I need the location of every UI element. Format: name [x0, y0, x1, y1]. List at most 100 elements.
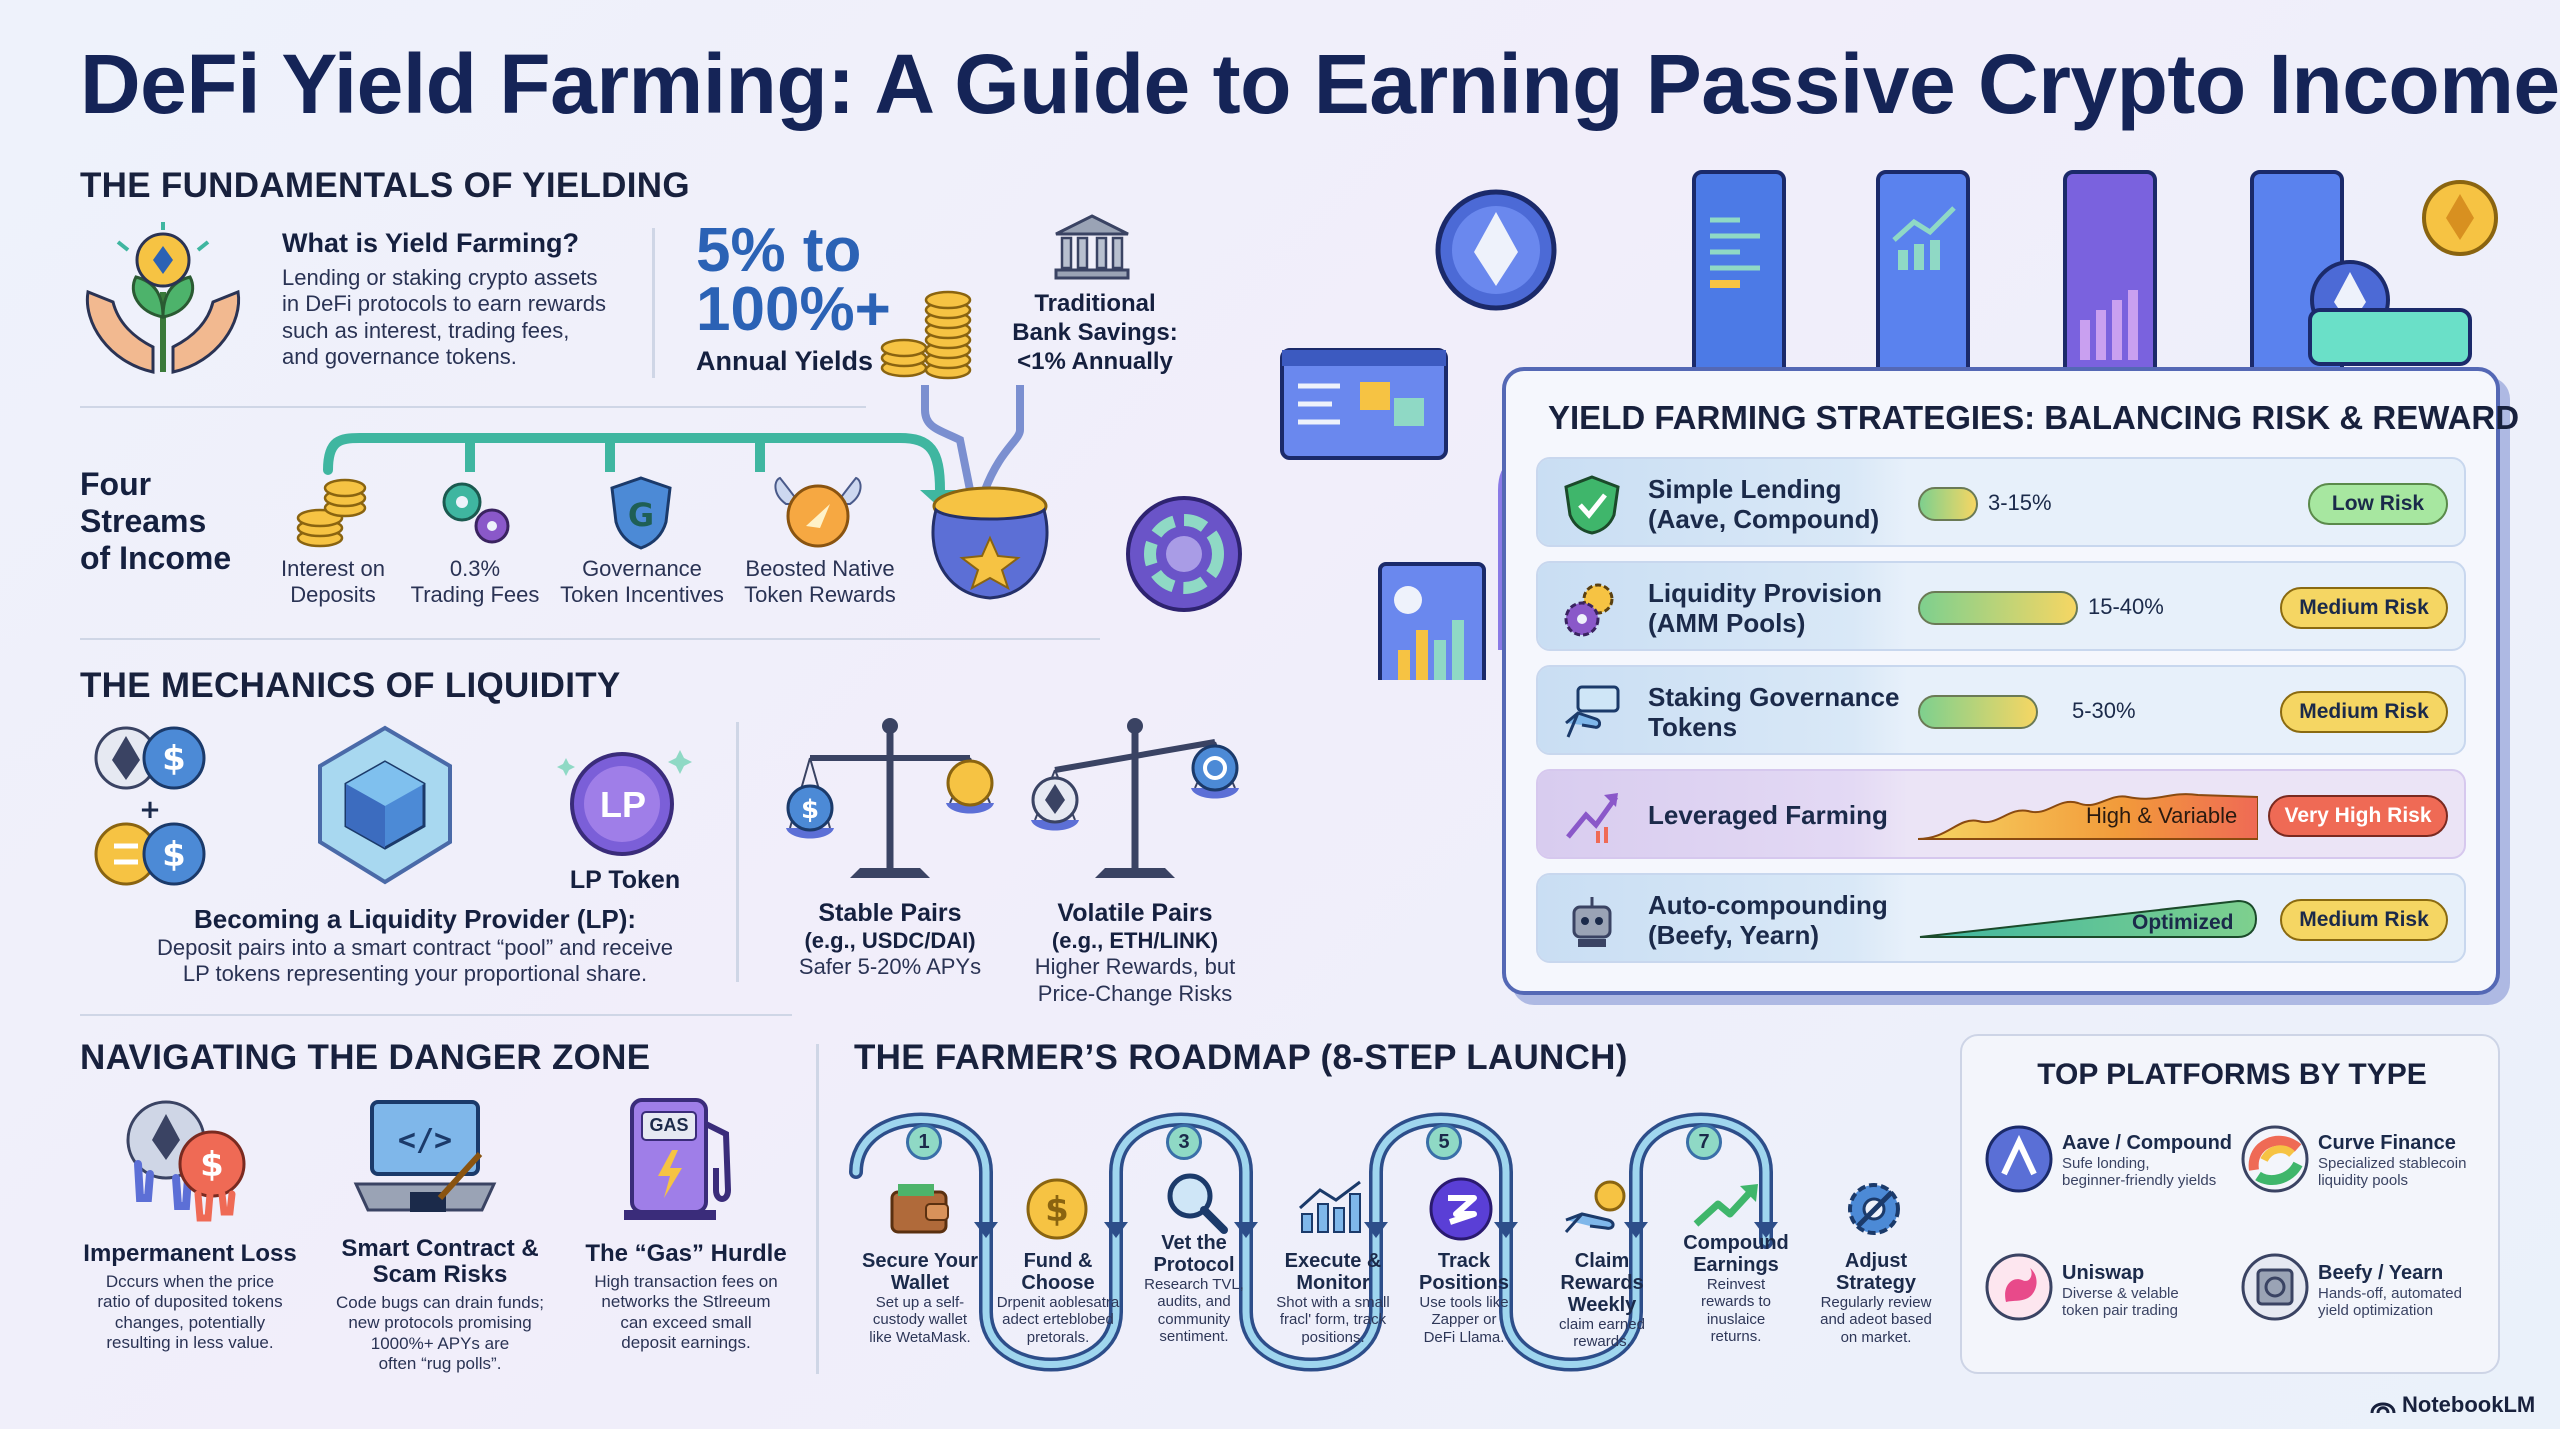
vote-hand-icon	[1565, 685, 1620, 738]
step-title: Earnings	[1693, 1254, 1779, 1276]
lp-token-icon	[557, 750, 692, 856]
bank-line: <1% Annually	[1017, 347, 1173, 375]
yield-range: 15-40%	[2088, 594, 2164, 619]
volatile-sub: (e.g., ETH/LINK)	[1051, 928, 1219, 953]
strategy-name-line: Simple Lending	[1648, 474, 1842, 504]
danger-line: networks the Stlreeum	[601, 1292, 771, 1312]
roadmap-path	[849, 1112, 1778, 1372]
step-number: 1	[906, 1124, 942, 1160]
token-pairs-icon: $ + $	[94, 726, 206, 886]
svg-text:$: $	[162, 835, 186, 875]
strategies-panel: YIELD FARMING STRATEGIES: BALANCING RISK…	[1502, 367, 2519, 995]
risk-badge: Low Risk	[2308, 483, 2448, 525]
wallet-icon	[890, 1184, 949, 1234]
platform-desc: beginner-friendly yields	[2062, 1172, 2217, 1190]
stream-interest: Interest on Deposits	[258, 556, 408, 609]
hands-plant-icon	[85, 222, 241, 374]
danger-line: Code bugs can drain funds;	[336, 1292, 544, 1312]
income-pipes	[323, 385, 1024, 508]
token-ring-icon	[1126, 496, 1242, 612]
gears-icon	[442, 482, 510, 544]
platform-name: Aave / Compound	[2062, 1132, 2233, 1154]
aave-logo-icon	[1985, 1125, 2053, 1193]
liquidity-pool-cube-icon	[318, 725, 452, 885]
hand-coin-icon	[1564, 1180, 1626, 1233]
platform-curve: Curve Finance Specialized stablecoin liq…	[2318, 1132, 2498, 1190]
strategy-name: Staking Governance Tokens	[1648, 682, 1899, 743]
dollar-coin-icon: $	[1026, 1178, 1088, 1240]
divider	[652, 228, 655, 378]
danger-line: new protocols promising	[348, 1313, 532, 1333]
streams-title-line: Four	[80, 466, 152, 502]
danger-line: deposit earnings.	[621, 1333, 751, 1353]
bank-line: Bank Savings:	[1012, 318, 1178, 346]
lp-badge-text: LP	[599, 784, 646, 825]
step-desc: DeFi Llama.	[1423, 1328, 1505, 1346]
leverage-arrow-icon	[1566, 793, 1619, 843]
step-title: Weekly	[1567, 1294, 1637, 1316]
step-title: Fund &	[1023, 1250, 1093, 1272]
optimized-yield-ramp	[1919, 899, 2258, 938]
step-title: Secure Your	[862, 1250, 978, 1272]
step-title: Adjust	[1844, 1250, 1908, 1272]
what-is-yield-farming: What is Yield Farming? Lending or stakin…	[282, 228, 682, 371]
roadmap-step: Claim Rewards Weekly claim earned reward…	[1532, 1250, 1672, 1351]
svg-text:+: +	[139, 795, 161, 825]
step-title: Claim	[1574, 1250, 1630, 1272]
yield-bar	[1918, 591, 2078, 625]
bank-line: Traditional	[1034, 290, 1156, 317]
bank-icon	[1054, 214, 1130, 280]
step-title: Rewards	[1560, 1272, 1644, 1294]
svg-text:$: $	[801, 795, 819, 825]
stream-line1: 0.3%	[449, 556, 501, 581]
danger-title: Scam Risks	[372, 1261, 508, 1289]
what-line: such as interest, trading fees,	[282, 317, 570, 343]
danger-line: Dccurs when the price	[105, 1272, 275, 1291]
stable-sub: (e.g., USDC/DAI)	[804, 928, 976, 953]
strategy-name-line: (Aave, Compound)	[1648, 503, 1880, 534]
zapper-icon	[1429, 1177, 1493, 1241]
volatile-title: Volatile Pairs	[1057, 899, 1213, 927]
platforms-heading: TOP PLATFORMS BY TYPE	[2037, 1058, 2427, 1091]
step-title: Execute &	[1284, 1250, 1382, 1272]
what-line: in DeFi protocols to earn rewards	[282, 291, 607, 317]
platform-desc: Hands-off, automated	[2318, 1285, 2462, 1302]
danger-line: can exceed small	[620, 1312, 752, 1332]
volatile-pairs: Volatile Pairs (e.g., ETH/LINK) Higher R…	[1010, 898, 1260, 1007]
top-platforms-box: TOP PLATFORMS BY TYPE Aave / Compound Su…	[1960, 1034, 2500, 1374]
brand-text: NotebookLM	[2402, 1392, 2536, 1417]
strategy-name-line: (Beefy, Yearn)	[1648, 919, 1820, 950]
risk-badge: Medium Risk	[2280, 691, 2448, 733]
step-number: 7	[1686, 1124, 1722, 1160]
stream-line2: Trading Fees	[410, 582, 540, 608]
streams-title-line: Streams	[80, 503, 207, 540]
vault-logo-icon	[2241, 1253, 2309, 1321]
roadmap-step: Adjust Strategy Regularly review and ade…	[1804, 1250, 1948, 1346]
step-title: Vet the	[1161, 1232, 1227, 1254]
magnifier-icon	[1167, 1173, 1228, 1234]
step-desc: Shot with a small	[1276, 1294, 1390, 1311]
strategy-name: Liquidity Provision (AMM Pools)	[1648, 578, 1882, 639]
yield-line2: 100%+	[696, 274, 891, 344]
yield-bar	[1918, 695, 2038, 729]
svg-text:$: $	[1045, 1190, 1069, 1230]
trend-up-icon	[1693, 1184, 1758, 1227]
strategy-name: Leveraged Farming	[1648, 800, 1888, 831]
melting-coins-icon: $	[126, 1100, 246, 1222]
strategy-name-line: Auto-compounding	[1648, 890, 1888, 920]
strategy-row-leveraged-farming: Leveraged Farming High & Variable Very H…	[1536, 769, 2466, 859]
notebooklm-brand: NotebookLM	[2370, 1392, 2535, 1418]
streams-title-line: of Income	[80, 540, 232, 577]
step-desc: pretorals.	[1026, 1328, 1090, 1346]
what-line: and governance tokens.	[282, 344, 517, 370]
stable-desc: Safer 5-20% APYs	[798, 954, 982, 980]
step-desc: claim earned	[1559, 1316, 1645, 1333]
step-desc: Zapper or	[1431, 1311, 1497, 1329]
danger-title: The “Gas” Hurdle	[585, 1240, 787, 1267]
smart-contract-risks: Smart Contract & Scam Risks Code bugs ca…	[310, 1235, 570, 1374]
provider-line: LP tokens representing your proportional…	[182, 961, 648, 987]
streams-title: Four Streams of Income	[80, 466, 231, 577]
yield-range: 5-30%	[2072, 698, 2136, 723]
danger-line: resulting in less value.	[106, 1333, 274, 1353]
danger-line: ratio of duposited tokens	[97, 1292, 283, 1312]
